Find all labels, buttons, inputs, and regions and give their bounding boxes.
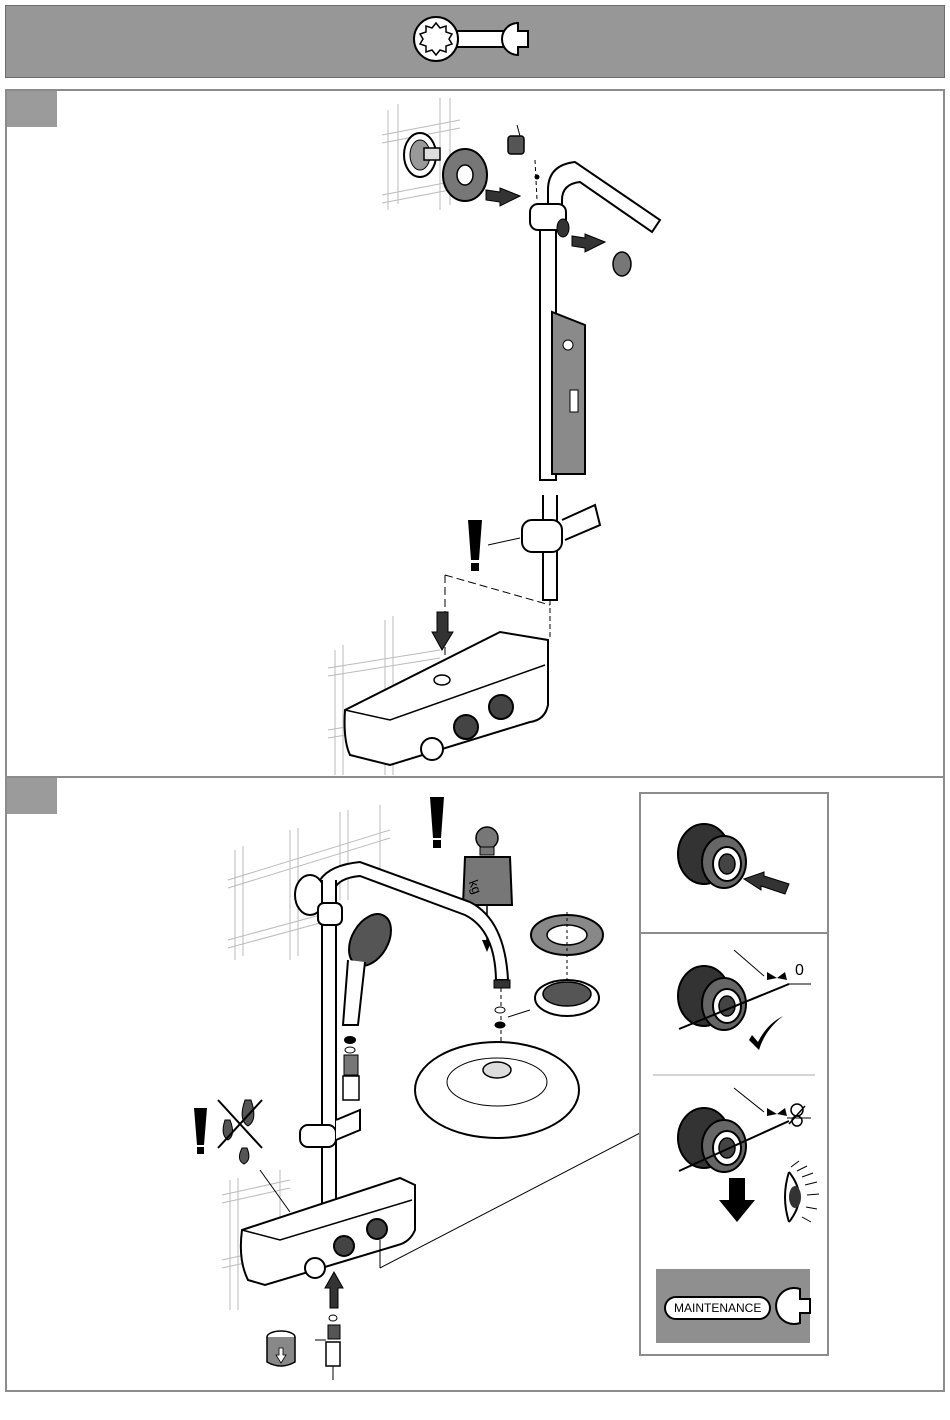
step-2-illustration: kg xyxy=(0,778,640,1378)
arrow-down-icon xyxy=(432,612,453,650)
exclamation-icon xyxy=(430,797,444,848)
arrow-left-icon xyxy=(572,234,605,252)
header-bar xyxy=(5,5,945,78)
not-visible-icon xyxy=(789,1104,805,1126)
arrow-right-icon xyxy=(744,872,789,894)
measure-label: 0 xyxy=(795,962,804,980)
check-icon xyxy=(749,1016,783,1050)
arrow-down-icon xyxy=(719,1178,755,1222)
exclamation-icon xyxy=(468,520,482,571)
step-1-illustration xyxy=(0,88,950,778)
wrench-icon xyxy=(770,1281,810,1331)
arrow-up-icon xyxy=(325,1272,343,1308)
maintenance-label: MAINTENANCE xyxy=(664,1296,771,1320)
wrench-icon xyxy=(406,11,546,71)
maintenance-badge: MAINTENANCE xyxy=(656,1269,810,1343)
arrow-left-icon xyxy=(486,188,520,206)
exclamation-icon xyxy=(194,1108,207,1154)
eye-icon xyxy=(785,1161,819,1222)
